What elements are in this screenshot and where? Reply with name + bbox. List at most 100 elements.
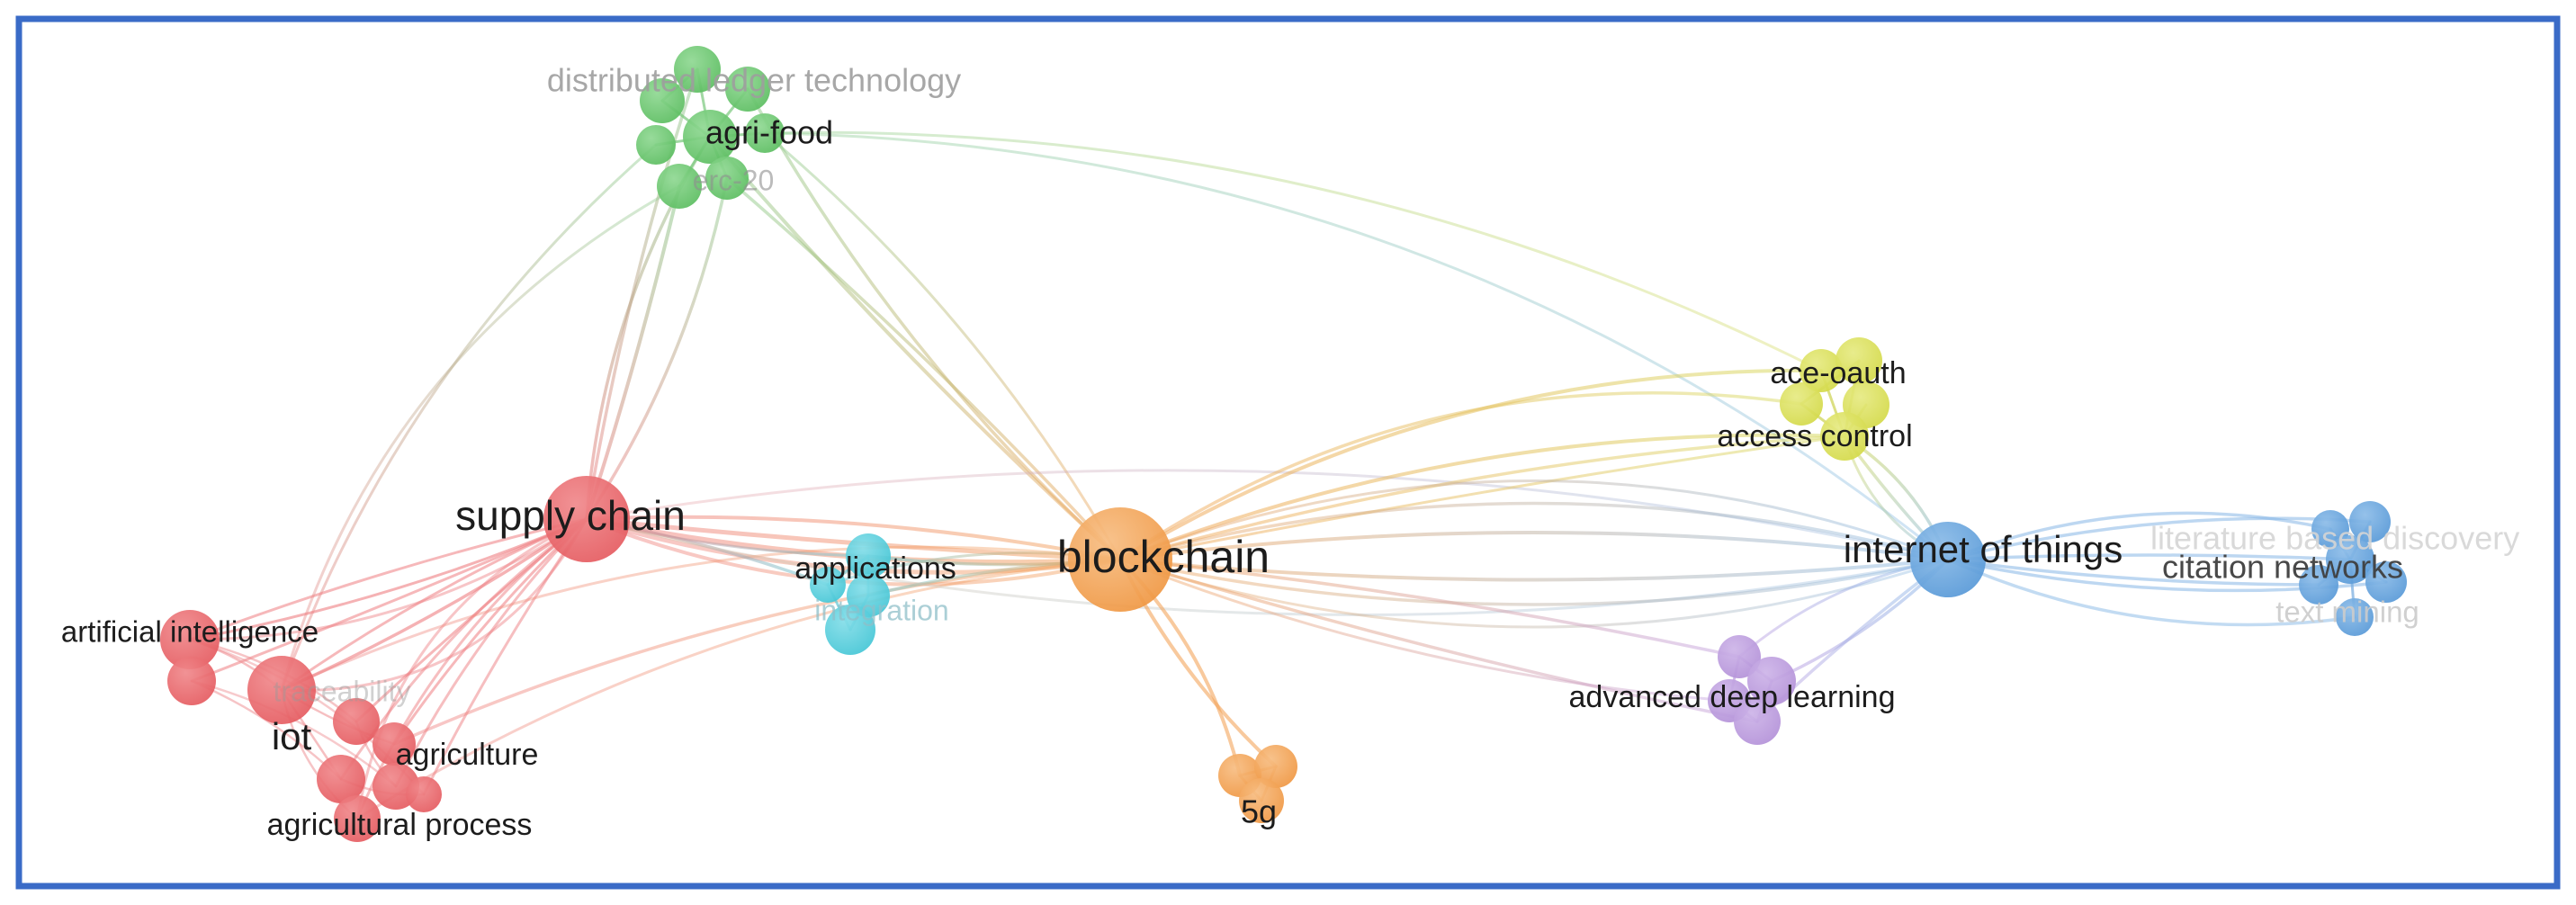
graph-edge [1118,558,1950,582]
graph-node-yellow[interactable] [1836,337,1882,384]
graph-node-blue[interactable] [2365,561,2407,603]
graph-edge [585,67,699,521]
node-label-agricultural-process[interactable]: agricultural process [267,808,533,842]
graph-edge [725,176,1122,561]
graph-node-blue[interactable] [2349,501,2391,542]
graph-node-orange[interactable] [1068,507,1172,612]
graph-edge [392,558,1122,746]
graph-edge [763,131,1122,561]
nodes-layer [160,46,2407,842]
graph-node-blue[interactable] [2326,535,2374,584]
graph-node-red[interactable] [247,656,316,724]
graph-edge [1118,558,1731,703]
graph-node-red[interactable] [406,776,442,812]
graph-edge [1118,391,1803,561]
graph-node-yellow[interactable] [1780,382,1823,426]
node-label-text-mining[interactable]: text mining [2275,596,2419,629]
graph-edge [585,184,681,521]
node-label-artificial-intelligence[interactable]: artificial intelligence [61,615,319,649]
graph-edge [763,130,1823,372]
graph-edge [355,558,1122,820]
labels-layer: distributed ledger technology agri-food er… [61,62,2519,842]
node-label-internet-of-things[interactable]: internet of things [1844,528,2123,570]
graph-edge [1946,558,2320,587]
graph-edge [585,517,1950,616]
graph-node-red[interactable] [543,476,630,562]
graph-edge [394,517,588,788]
graph-node-purple[interactable] [1718,635,1761,678]
node-label-ace-oauth[interactable]: ace-oauth [1770,356,1906,390]
graph-node-green[interactable] [705,157,749,200]
graph-node-green[interactable] [745,113,785,153]
graph-node-red[interactable] [334,795,381,842]
graph-edge [1118,558,1950,606]
node-label-erc-20[interactable]: erc-20 [693,164,775,196]
graph-node-green[interactable] [636,125,676,165]
graph-edge [708,135,1122,561]
graph-edge [1118,433,1846,561]
graph-node-red[interactable] [167,657,216,705]
graph-node-yellow[interactable] [1800,349,1843,392]
node-label-access-control[interactable]: access control [1717,419,1912,453]
graph-edge [1118,531,1950,561]
node-label-advanced-deep-learning[interactable]: advanced deep learning [1569,680,1896,714]
graph-node-blue[interactable] [2336,598,2374,636]
graph-node-yellow[interactable] [1820,412,1869,461]
graph-node-orange[interactable] [1254,745,1297,788]
graph-edge [1946,558,2356,627]
graph-edge [1118,435,1846,561]
graph-node-green[interactable] [657,164,702,209]
graph-edge [1946,553,2352,561]
node-label-integration[interactable]: integration [814,594,948,626]
graph-node-cyan[interactable] [810,567,846,603]
graph-edge [585,176,729,521]
graph-edge [280,517,588,692]
graph-node-blue[interactable] [2299,565,2338,605]
node-label-agriculture[interactable]: agriculture [396,738,539,772]
graph-edge [280,517,588,692]
graph-node-red[interactable] [333,698,380,745]
graph-edge [188,517,588,641]
graph-node-green[interactable] [683,110,737,164]
graph-node-purple[interactable] [1747,657,1796,705]
graph-node-green[interactable] [674,46,721,93]
graph-edge [1118,558,1759,723]
node-label-agri-food[interactable]: agri-food [705,114,833,151]
graph-node-red[interactable] [317,755,365,803]
graph-node-blue[interactable] [1910,522,1986,597]
node-label-iot[interactable]: iot [272,715,312,757]
node-label-blockchain[interactable]: blockchain [1057,532,1270,582]
graph-edge [355,517,588,820]
graph-edge [585,517,1122,587]
node-label-citation-networks[interactable]: citation networks [2162,549,2403,586]
graph-node-purple[interactable] [1734,698,1781,745]
graph-edge [1946,516,2372,561]
figure-border [15,15,2561,890]
graph-edge [1118,501,1950,561]
graph-edge [280,545,1122,692]
graph-node-green[interactable] [640,78,685,123]
node-label-literature-based-discovery[interactable]: literature based discovery [2150,520,2519,557]
graph-edge [280,143,658,692]
node-label-applications[interactable]: applications [794,551,956,586]
graph-edge [1118,479,1950,561]
graph-node-red[interactable] [160,610,220,669]
graph-edge [1118,368,1823,561]
graph-node-cyan[interactable] [846,533,891,578]
graph-edge [188,517,588,641]
graph-node-cyan[interactable] [825,605,875,655]
graph-edge [1118,558,1950,629]
edges-layer [188,67,2388,820]
node-label-distributed-ledger-technology[interactable]: distributed ledger technology [547,62,961,99]
node-label-traceability[interactable]: traceability [274,675,411,707]
graph-edge [190,679,398,788]
graph-node-orange[interactable] [1239,778,1284,823]
graph-node-green[interactable] [725,67,770,112]
node-label-supply-chain[interactable]: supply chain [455,492,686,539]
node-label-5g[interactable]: 5g [1241,793,1277,830]
graph-edge [585,515,1122,561]
graph-edge [1118,435,1846,561]
graph-node-red[interactable] [372,722,416,766]
